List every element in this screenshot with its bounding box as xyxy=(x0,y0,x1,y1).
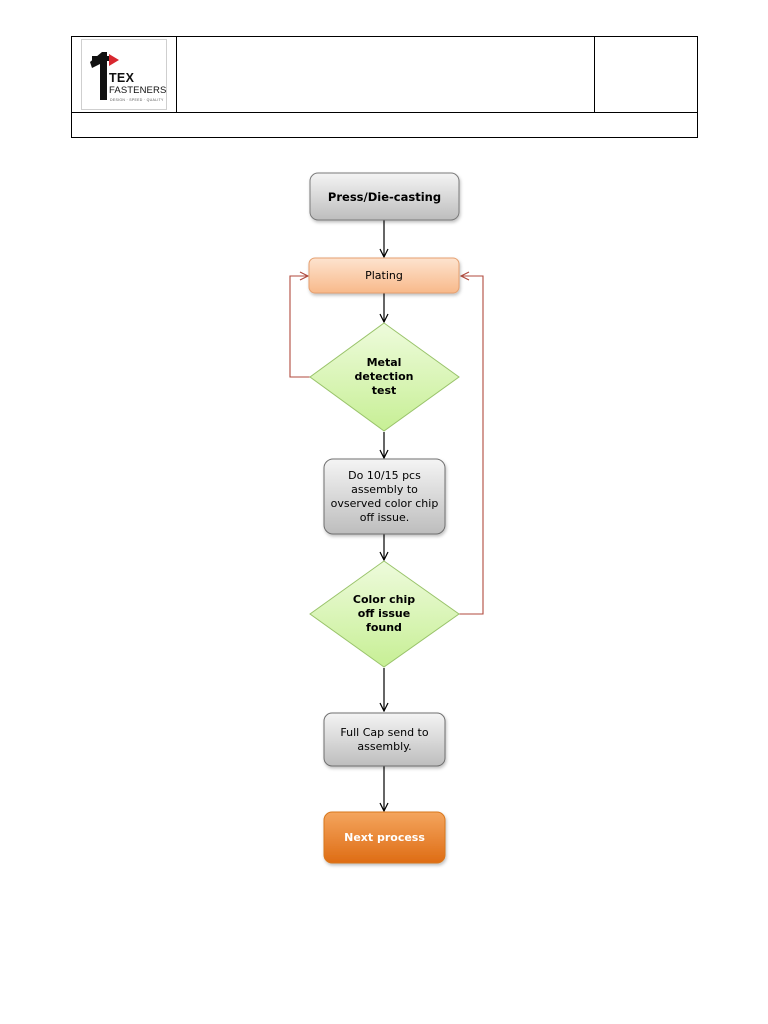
node-plating-label: Plating xyxy=(365,268,403,282)
node-colorchip-shape xyxy=(309,560,460,668)
node-assembly-shape xyxy=(323,458,446,535)
node-next-shape xyxy=(323,811,446,864)
logo-brand-sub: FASTENERS xyxy=(109,85,167,96)
node-plating-shape xyxy=(308,257,460,294)
node-fullcap-label: Full Cap send to assembly. xyxy=(340,725,429,753)
title-cell xyxy=(177,37,595,112)
document-header-table: TEX FASTENERS DESIGN · SPEED · QUALITY xyxy=(71,36,698,138)
node-press-label: Press/Die-casting xyxy=(327,189,442,204)
logo-cell: TEX FASTENERS DESIGN · SPEED · QUALITY xyxy=(72,37,177,112)
node-press-shape xyxy=(309,172,460,221)
edge-metal-plating-loop xyxy=(289,276,310,378)
node-fullcap-shape xyxy=(323,712,446,767)
logo-brand-name: TEX xyxy=(109,71,135,85)
company-logo: TEX FASTENERS DESIGN · SPEED · QUALITY xyxy=(81,39,167,110)
node-metal-shape xyxy=(309,322,460,432)
node-metal-label: Metal detection test xyxy=(354,356,414,397)
header-subrow xyxy=(72,112,697,137)
logo-mark-icon xyxy=(90,52,119,100)
node-next-label: Next process xyxy=(344,830,425,844)
node-assembly-label: Do 10/15 pcs assembly to ovserved color … xyxy=(330,468,439,524)
logo-tagline: DESIGN · SPEED · QUALITY xyxy=(110,98,164,102)
edge-colorchip-plating-loop xyxy=(459,276,484,615)
node-colorchip-label: Color chip off issue found xyxy=(352,593,416,634)
